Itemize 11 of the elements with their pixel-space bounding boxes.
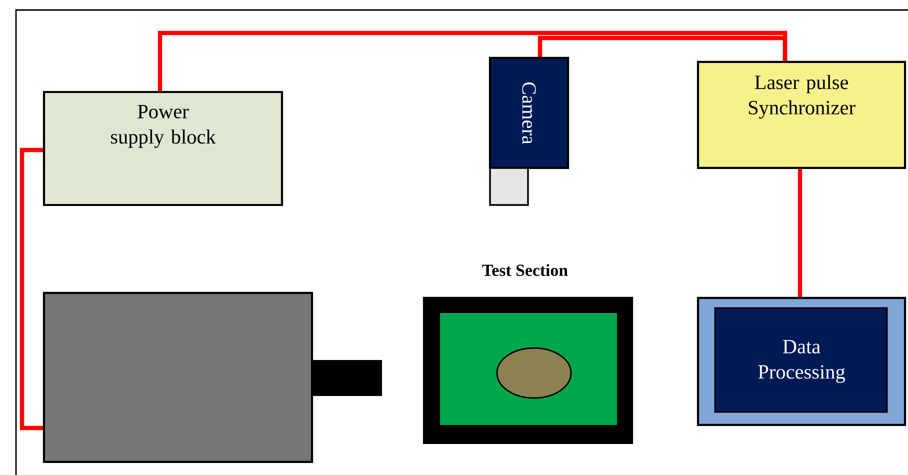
power-supply-box: Power supply block	[42, 90, 284, 206]
cable	[20, 148, 44, 430]
synchronizer-box: Laser pulse Synchronizer	[696, 60, 906, 170]
laser-drawing	[42, 292, 382, 464]
cable	[158, 30, 788, 92]
test-section-drawing: Test Section	[422, 264, 634, 444]
data-processing-box: Data Processing	[696, 296, 906, 426]
camera-drawing: Camera	[488, 56, 570, 206]
node-label: Test Section	[482, 264, 568, 276]
cable	[798, 168, 802, 298]
cable	[538, 36, 788, 62]
